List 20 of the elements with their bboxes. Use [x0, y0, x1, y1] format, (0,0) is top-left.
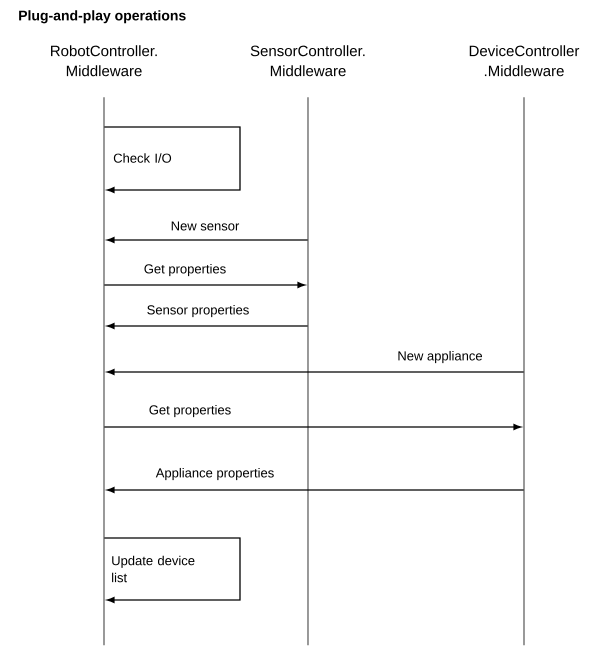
- lifeline-header: DeviceController .Middleware: [470, 45, 580, 76]
- message-arrow: [104, 424, 522, 430]
- message-label: Appliance properties: [156, 468, 274, 480]
- message-label: Get properties: [144, 264, 226, 276]
- message-label: Check I/O: [114, 153, 172, 163]
- message-label: Sensor properties: [147, 304, 249, 318]
- message-arrow: [106, 322, 308, 330]
- message-arrow: [104, 282, 306, 288]
- message-arrow: [106, 368, 524, 376]
- message-arrow: [106, 486, 524, 494]
- message-label: New appliance: [398, 350, 482, 364]
- lifeline-header: RobotController. Middleware: [51, 45, 157, 76]
- message-arrow: [106, 236, 308, 244]
- message-label: New sensor: [172, 221, 240, 231]
- title: Plug-and-play operations: [19, 10, 186, 24]
- self-message-arrow: [104, 537, 241, 604]
- self-message-arrow: [104, 126, 241, 194]
- message-label: Update device list: [112, 556, 194, 582]
- message-label: Get properties: [149, 404, 231, 418]
- lifeline-header: SensorController. Middleware: [250, 45, 365, 76]
